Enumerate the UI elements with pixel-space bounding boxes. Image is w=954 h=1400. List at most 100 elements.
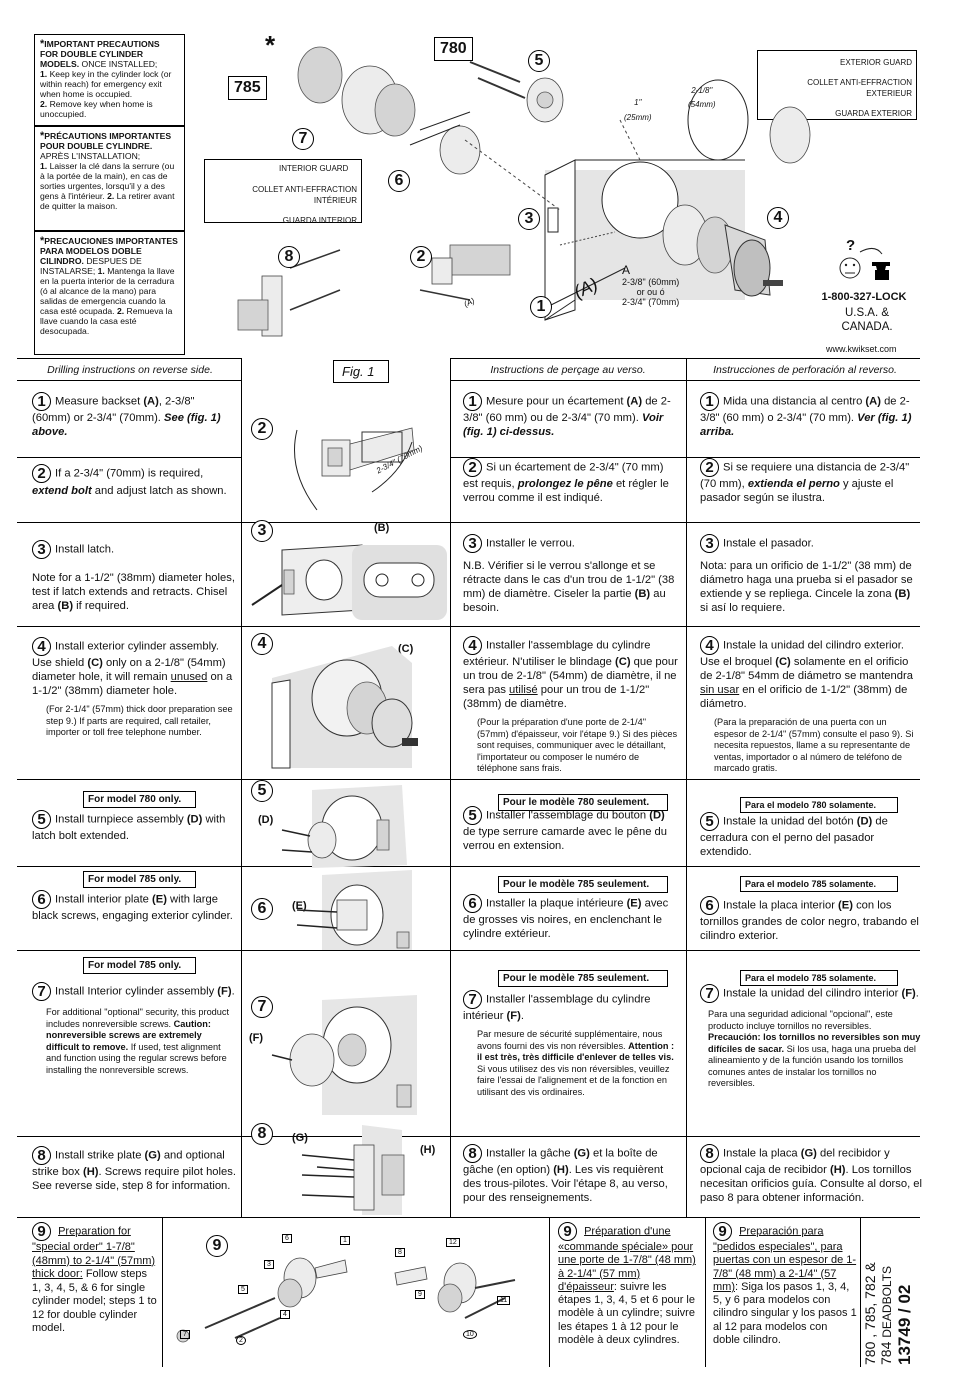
model-note-785-es-6: Para el modelo 785 solamente. — [740, 876, 898, 892]
model-785-label: 785 — [228, 76, 267, 100]
grid-line — [162, 1217, 163, 1367]
s9-num-4: 4 — [280, 1310, 290, 1319]
document-code: 13749 / 02 — [895, 1284, 914, 1365]
grid-line — [450, 457, 920, 458]
fig1-callout-2: 2 — [410, 246, 432, 268]
asterisk-mark: * — [265, 30, 276, 60]
s9-num-1: 1 — [340, 1236, 350, 1245]
deadbolts-label: DEADBOLTS — [880, 1265, 894, 1338]
step6-plate-illustration — [296, 870, 412, 950]
ill-step-7: 7 — [251, 996, 273, 1018]
ill-step-3: 3 — [251, 520, 273, 542]
grid-line — [705, 1217, 706, 1367]
fig1-callout-1: 1 — [530, 296, 552, 318]
grid-line — [241, 358, 242, 1218]
s9-num-2: 2 — [236, 1336, 246, 1345]
step9-en: 9 Preparation for "special order" 1-7/8"… — [32, 1222, 157, 1334]
grid-line — [450, 358, 451, 1218]
grid-line — [17, 1217, 920, 1218]
ill-label-e: (E) — [292, 900, 307, 912]
step5-turnpiece-illustration — [281, 785, 407, 868]
precaution-box-fr: *PRÉCAUTIONS IMPORTANTES POUR DOUBLE CYL… — [34, 126, 185, 231]
website-url: www.kwikset.com — [826, 344, 897, 354]
model-note-780-es: Para el modelo 780 solamente. — [740, 797, 898, 813]
grid-line — [17, 950, 920, 951]
grid-line — [549, 1217, 550, 1367]
grid-line — [450, 380, 920, 381]
model-note-785-fr-7: Pour le modèle 785 seulement. — [498, 970, 668, 987]
ill-step-9: 9 — [206, 1235, 228, 1257]
s9-num-8: 8 — [395, 1248, 405, 1257]
grid-line — [450, 358, 920, 359]
precaution-title-es: PRECAUCIONES IMPORTANTES PARA MODELOS DO… — [40, 236, 178, 266]
grid-line — [17, 626, 920, 627]
grid-line — [17, 779, 920, 780]
grid-line — [17, 866, 920, 867]
fig1-callout-4: 4 — [767, 207, 789, 229]
step3-latch-illustration — [251, 544, 447, 620]
step9-es: 9 Preparación para "pedidos especiales",… — [713, 1222, 857, 1347]
fig1-callout-8: 8 — [278, 246, 300, 268]
s9-num-7: 7 — [180, 1330, 190, 1339]
model-note-785-fr-6: Pour le modèle 785 seulement. — [498, 876, 668, 893]
grid-line — [17, 380, 242, 381]
ill-label-d: (D) — [258, 814, 274, 826]
ill-step-8: 8 — [251, 1123, 273, 1145]
s9-num-11: 11 — [497, 1296, 511, 1305]
model-note-785-en-6: For model 785 only. — [83, 871, 196, 888]
fig1-callout-6: 6 — [388, 170, 410, 192]
model-780-label: 780 — [434, 37, 473, 61]
fig1-callout-5: 5 — [528, 50, 550, 72]
grid-line — [17, 1136, 920, 1137]
ill-step-6: 6 — [251, 898, 273, 920]
precaution-box-es: *PRECAUCIONES IMPORTANTES PARA MODELOS D… — [34, 231, 185, 355]
s9-num-10: 10 — [463, 1330, 477, 1339]
model-note-780-en: For model 780 only. — [83, 791, 196, 808]
dim-1in: 1" (25mm) — [624, 98, 652, 122]
support-phone: 1-800-327-LOCK — [821, 291, 907, 303]
grid-line — [17, 522, 920, 523]
model-note-785-es-7: Para el modelo 785 solamente. — [740, 970, 898, 986]
grid-line — [17, 457, 242, 458]
step9-illustration — [176, 1257, 516, 1343]
grid-line — [860, 1217, 861, 1367]
ill-step-4: 4 — [251, 633, 273, 655]
s9-num-6: 6 — [282, 1234, 292, 1243]
grid-line — [686, 358, 687, 1218]
step7-interior-cylinder-illustration — [271, 995, 417, 1115]
question-mark: ? — [846, 237, 856, 254]
s9-num-12: 12 — [446, 1238, 460, 1247]
document-id: 780 , 785, 782 & 784 DEADBOLTS 13749 / 0… — [862, 1215, 924, 1365]
fig1-callout-3: 3 — [518, 208, 540, 230]
support-region: U.S.A. & CANADA. — [841, 307, 893, 333]
ill-label-b: (B) — [374, 522, 390, 534]
ill-label-g: (G) — [292, 1132, 308, 1144]
drilling-header-en: Drilling instructions on reverse side. — [47, 364, 213, 376]
s9-num-9: 9 — [415, 1290, 425, 1299]
exterior-guard-box: EXTERIOR GUARD COLLET ANTI-EFFRACTION EX… — [757, 50, 917, 120]
dim-2-1-8: 2-1/8" (54mm) — [688, 86, 716, 109]
ill-label-c: (C) — [398, 643, 414, 655]
ill-label-f: (F) — [249, 1032, 264, 1044]
model-note-785-en-7: For model 785 only. — [83, 957, 196, 974]
drilling-header-es: Instrucciones de perforación al reverso. — [713, 364, 897, 376]
model-list: 780 , 785, 782 & — [862, 1262, 878, 1365]
